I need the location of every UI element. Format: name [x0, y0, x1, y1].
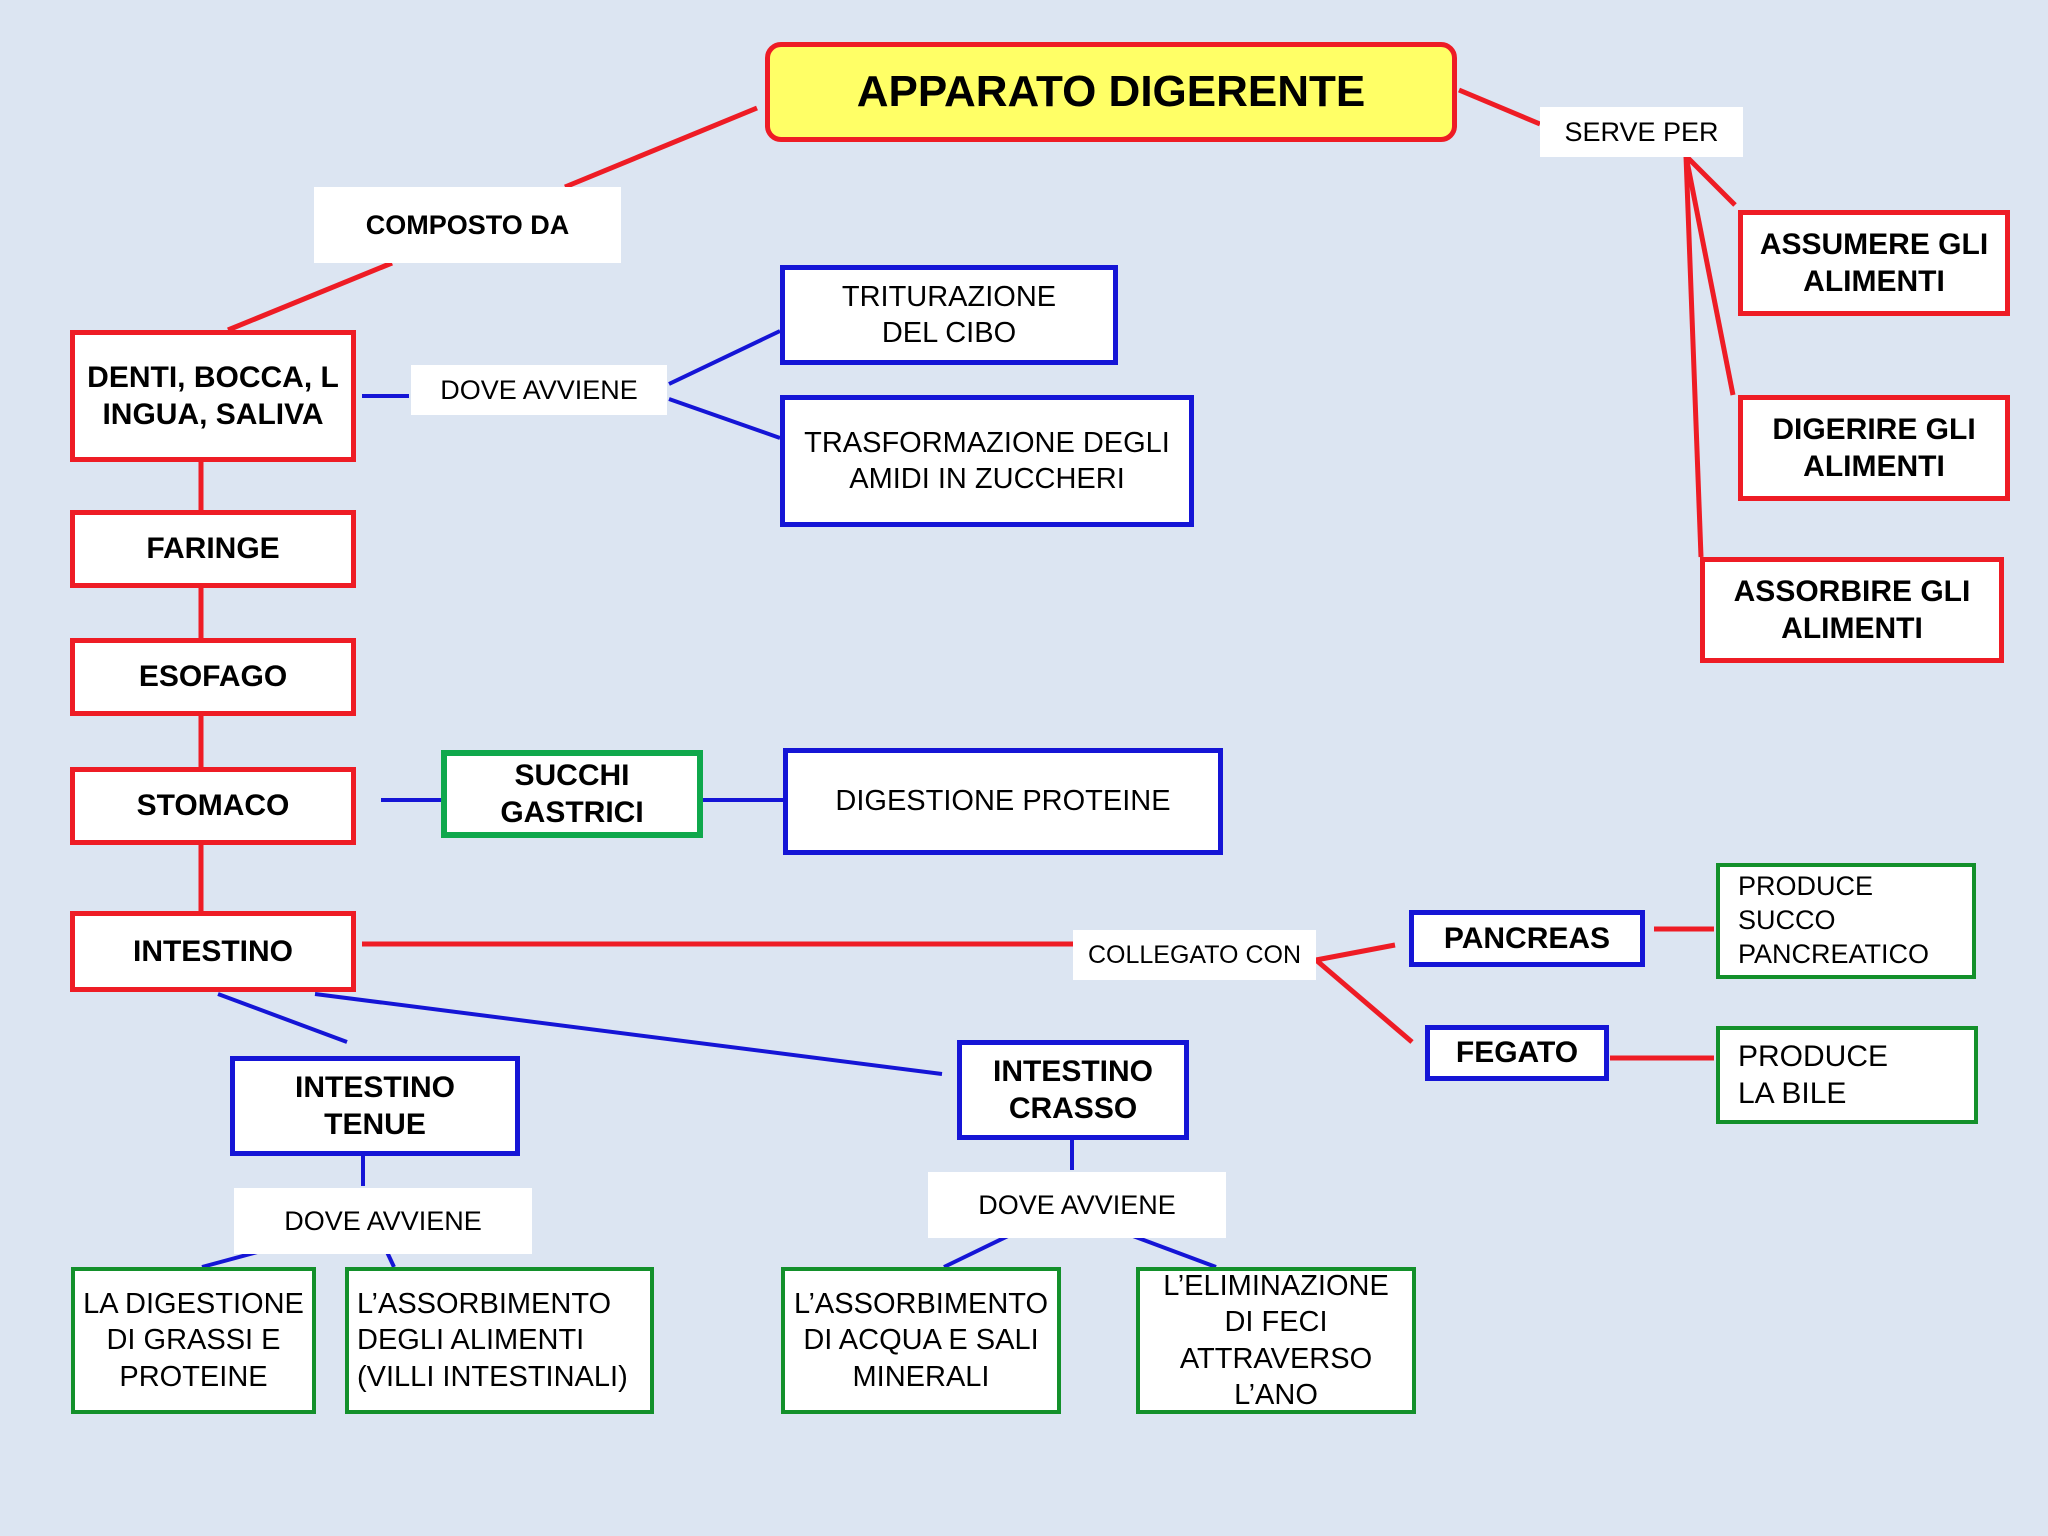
label-collegato-con: COLLEGATO CON	[1073, 930, 1316, 980]
succhi-gastrici: SUCCHI GASTRICI	[441, 750, 703, 838]
connector-intestino-tenue	[217, 992, 348, 1044]
organ-intestino: INTESTINO	[70, 911, 356, 992]
connector-intestino-crasso	[314, 992, 943, 1076]
function-assorbimento-alimenti: L’ASSORBIMENTO DEGLI ALIMENTI (VILLI INT…	[345, 1267, 654, 1414]
function-assorbimento-acqua: L’ASSORBIMENTO DI ACQUA E SALI MINERALI	[781, 1267, 1061, 1414]
connector-dove-triturazione	[668, 329, 781, 386]
connector-title-serve	[1458, 87, 1541, 127]
label-serve-per: SERVE PER	[1540, 107, 1743, 157]
connector-collegato-fegato	[1314, 958, 1414, 1044]
connector-collegato-pancreas	[1315, 942, 1396, 963]
intestino-crasso: INTESTINO CRASSO	[957, 1040, 1189, 1140]
function-digestione-proteine: DIGESTIONE PROTEINE	[783, 748, 1223, 855]
purpose-assumere: ASSUMERE GLI ALIMENTI	[1738, 210, 2010, 316]
organ-faringe: FARINGE	[70, 510, 356, 588]
connector-serve-assumere	[1684, 154, 1737, 207]
gland-pancreas: PANCREAS	[1409, 910, 1645, 967]
function-triturazione: TRITURAZIONE DEL CIBO	[780, 265, 1118, 365]
organ-esofago: ESOFAGO	[70, 638, 356, 716]
function-trasformazione: TRASFORMAZIONE DEGLI AMIDI IN ZUCCHERI	[780, 395, 1194, 527]
purpose-assorbire: ASSORBIRE GLI ALIMENTI	[1700, 557, 2004, 663]
title-box: APPARATO DIGERENTE	[765, 42, 1457, 142]
purpose-digerire: DIGERIRE GLI ALIMENTI	[1738, 395, 2010, 501]
function-bile: PRODUCE LA BILE	[1716, 1026, 1978, 1124]
connector-title-composto	[564, 105, 758, 190]
function-eliminazione-feci: L’ELIMINAZIONE DI FECI ATTRAVERSO L’ANO	[1136, 1267, 1416, 1414]
organ-stomaco: STOMACO	[70, 767, 356, 845]
intestino-tenue: INTESTINO TENUE	[230, 1056, 520, 1156]
gland-fegato: FEGATO	[1425, 1025, 1609, 1081]
label-dove-avviene-crasso: DOVE AVVIENE	[928, 1172, 1226, 1238]
connector-serve-digerire	[1683, 155, 1736, 396]
label-composto-da: COMPOSTO DA	[314, 187, 621, 263]
connector-serve-assorbire	[1683, 155, 1704, 558]
organ-denti-bocca-lingua: DENTI, BOCCA, L INGUA, SALIVA	[70, 330, 356, 462]
label-dove-avviene-tenue: DOVE AVVIENE	[234, 1188, 532, 1254]
function-succo-pancreatico: PRODUCE SUCCO PANCREATICO	[1716, 863, 1976, 979]
label-dove-avviene-mouth: DOVE AVVIENE	[411, 365, 667, 415]
connector-composto-denti	[227, 260, 393, 333]
connector-dove-trasformazione	[668, 397, 781, 440]
function-digestione-grassi: LA DIGESTIONE DI GRASSI E PROTEINE	[71, 1267, 316, 1414]
